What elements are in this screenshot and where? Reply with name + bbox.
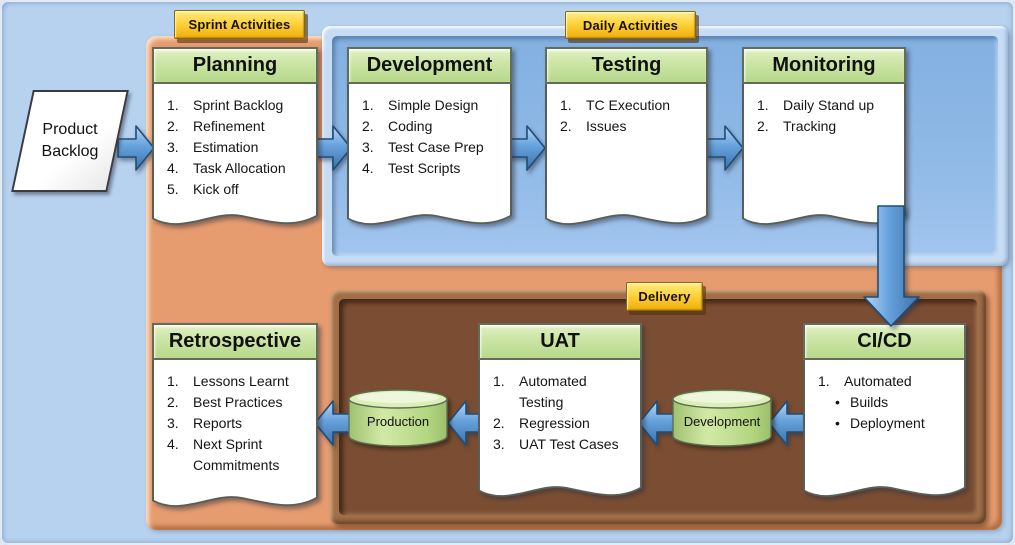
cicd-card-torn-edge	[803, 477, 966, 507]
uat-card-title: UAT	[478, 323, 642, 360]
retrospective-card-list: 1.Lessons Learnt 2.Best Practices 3.Report…	[152, 360, 318, 488]
list-item: 1.TC Execution	[560, 97, 671, 113]
list-item: Testing	[519, 394, 564, 410]
uat-card-torn-edge	[478, 477, 642, 507]
development-card-torn-edge	[347, 205, 512, 235]
delivery-badge: Delivery	[626, 282, 703, 311]
development-cylinder-label: Development	[683, 414, 761, 429]
list-item: 3.Test Case Prep	[362, 139, 484, 155]
arrow-planning-to-development-icon	[314, 124, 352, 172]
testing-card-title: Testing	[545, 47, 708, 84]
retrospective-card-title: Retrospective	[152, 323, 318, 360]
arrow-monitoring-to-cicd-icon	[863, 205, 920, 327]
list-item: 4.Test Scripts	[362, 160, 461, 176]
list-item: 2.Coding	[362, 118, 433, 134]
planning-card: Planning 1.Sprint Backlog 2.Refinement 3.E…	[152, 47, 318, 235]
planning-card-list: 1.Sprint Backlog 2.Refinement 3.Estimation…	[152, 84, 318, 206]
list-item: 2.Refinement	[167, 118, 265, 134]
cicd-card: CI/CD 1.Automated •Builds •Deployment	[803, 323, 966, 507]
development-card: Development 1.Simple Design 2.Coding 3.Tes…	[347, 47, 512, 235]
list-item: 1.Lessons Learnt	[167, 373, 289, 389]
list-item: 3.Reports	[167, 415, 243, 431]
monitoring-card-title: Monitoring	[742, 47, 906, 84]
testing-card: Testing 1.TC Execution 2.Issues	[545, 47, 708, 235]
list-item: 3.Estimation	[167, 139, 259, 155]
testing-card-torn-edge	[545, 205, 708, 235]
cylinder-shape-icon	[672, 389, 772, 447]
list-item: 1.Automated	[818, 373, 912, 389]
list-item: 2.Issues	[560, 118, 627, 134]
arrow-development-to-testing-icon	[508, 124, 546, 172]
list-item: 1.Daily Stand up	[757, 97, 875, 113]
production-database-cylinder: Production	[348, 389, 448, 447]
planning-card-title: Planning	[152, 47, 318, 84]
development-database-cylinder: Development	[672, 389, 772, 447]
list-item: 5.Kick off	[167, 181, 239, 197]
testing-card-list: 1.TC Execution 2.Issues	[545, 84, 708, 206]
arrow-production-to-retrospective-icon	[314, 399, 352, 447]
list-item: 1.Simple Design	[362, 97, 479, 113]
sprint-activities-badge: Sprint Activities	[174, 10, 305, 39]
list-item: •Deployment	[835, 415, 925, 431]
arrow-development-db-to-uat-icon	[638, 399, 676, 447]
cicd-card-title: CI/CD	[803, 323, 966, 360]
monitoring-card: Monitoring 1.Daily Stand up 2.Tracking	[742, 47, 906, 235]
monitoring-card-list: 1.Daily Stand up 2.Tracking	[742, 84, 906, 206]
production-cylinder-label: Production	[366, 414, 430, 429]
list-item: 2.Regression	[493, 415, 590, 431]
list-item: 2.Best Practices	[167, 394, 283, 410]
cicd-card-list: 1.Automated •Builds •Deployment	[803, 360, 966, 478]
list-item: 2.Tracking	[757, 118, 837, 134]
daily-activities-badge: Daily Activities	[565, 11, 696, 39]
list-item: 3.UAT Test Cases	[493, 436, 619, 452]
list-item: Commitments	[193, 457, 280, 473]
product-backlog-label: Product Backlog	[41, 121, 99, 160]
development-card-list: 1.Simple Design 2.Coding 3.Test Case Prep 4…	[347, 84, 512, 206]
retrospective-card-torn-edge	[152, 487, 318, 517]
planning-card-torn-edge	[152, 205, 318, 235]
cylinder-shape-icon	[348, 389, 448, 447]
list-item: 4.Next Sprint	[167, 436, 263, 452]
list-item: 1.Sprint Backlog	[167, 97, 284, 113]
arrow-testing-to-monitoring-icon	[706, 124, 744, 172]
retrospective-card: Retrospective 1.Lessons Learnt 2.Best Pra…	[152, 323, 318, 517]
list-item: 1.Automated	[493, 373, 587, 389]
product-backlog-shape: Product Backlog	[11, 90, 129, 192]
arrow-cicd-to-development-db-icon	[768, 399, 806, 447]
arrow-product-to-planning-icon	[117, 124, 155, 172]
development-card-title: Development	[347, 47, 512, 84]
list-item: 4.Task Allocation	[167, 160, 286, 176]
list-item: •Builds	[835, 394, 889, 410]
